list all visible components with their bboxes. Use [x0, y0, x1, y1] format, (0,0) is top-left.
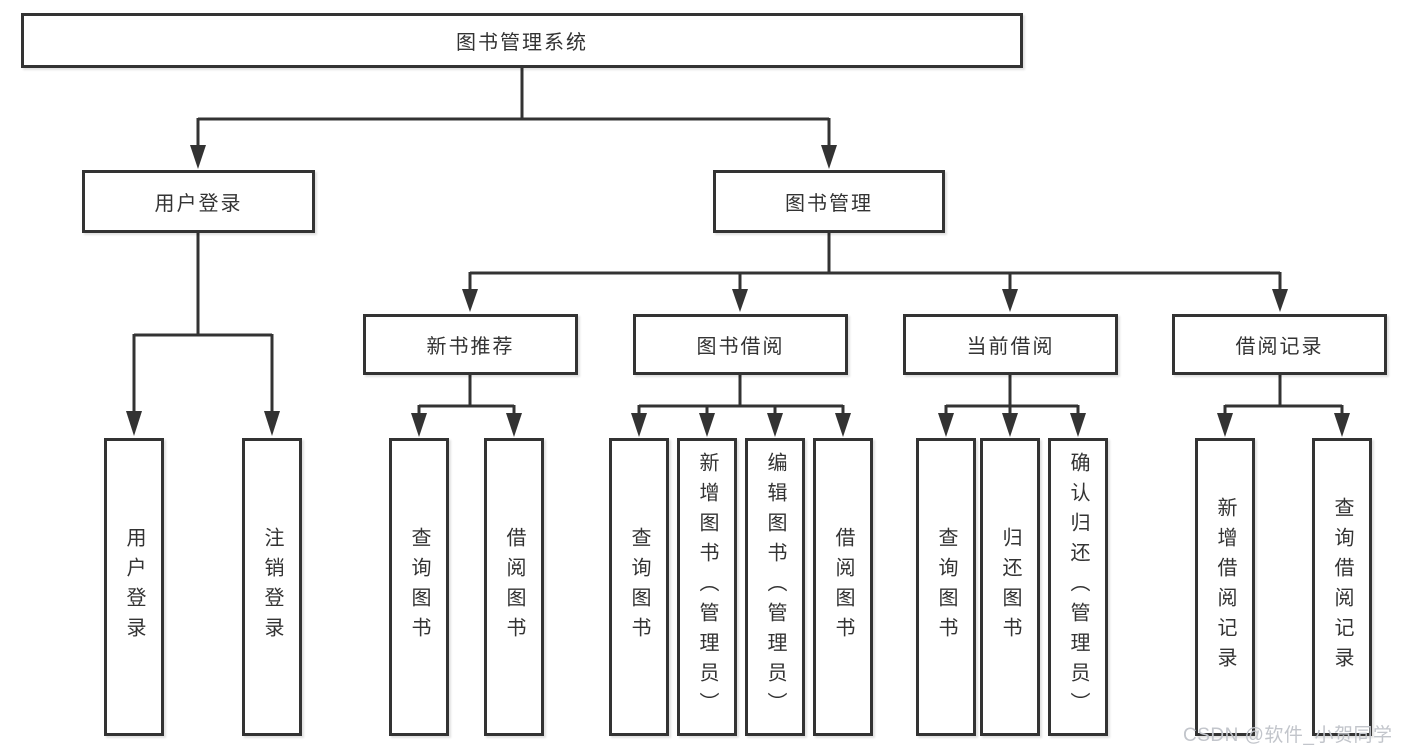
connector-borrow-records — [1223, 375, 1344, 416]
node-user-login: 用户登录 — [82, 170, 315, 233]
node-root: 图书管理系统 — [21, 13, 1023, 68]
leaf-logout: 注销登录 — [242, 438, 302, 736]
connector-current-borrow — [944, 375, 1080, 416]
connector-book-mgmt — [468, 233, 1282, 291]
connector-new-book-rec — [417, 375, 516, 416]
leaf-query-books-recommend: 查询图书 — [389, 438, 449, 736]
leaf-query-books-current: 查询图书 — [916, 438, 976, 736]
node-borrow-records: 借阅记录 — [1172, 314, 1387, 375]
node-book-mgmt: 图书管理 — [713, 170, 945, 233]
node-user-login-label: 用户登录 — [154, 193, 243, 215]
leaf-borrow-books: 借阅图书 — [813, 438, 873, 736]
node-new-book-rec-label: 新书推荐 — [426, 336, 515, 358]
leaf-query-books-borrow: 查询图书 — [609, 438, 669, 736]
node-current-borrow: 当前借阅 — [903, 314, 1118, 375]
node-root-label: 图书管理系统 — [456, 32, 588, 54]
connector-root — [196, 68, 831, 148]
node-book-mgmt-label: 图书管理 — [785, 193, 873, 215]
leaf-query-borrow-record: 查询借阅记录 — [1312, 438, 1372, 736]
node-current-borrow-label: 当前借阅 — [966, 336, 1055, 358]
node-book-borrow: 图书借阅 — [633, 314, 848, 375]
node-new-book-rec: 新书推荐 — [363, 314, 578, 375]
leaf-user-login: 用户登录 — [104, 438, 164, 736]
leaf-borrow-books-recommend: 借阅图书 — [484, 438, 544, 736]
watermark: CSDN @软件_小贺同学 — [1183, 725, 1393, 746]
leaf-add-book-admin: 新增图书（管理员） — [677, 438, 737, 736]
leaf-return-book: 归还图书 — [980, 438, 1040, 736]
leaf-confirm-return-admin: 确认归还（管理员） — [1048, 438, 1108, 736]
arrowheads — [126, 145, 1350, 437]
node-book-borrow-label: 图书借阅 — [696, 336, 785, 358]
leaf-add-borrow-record: 新增借阅记录 — [1195, 438, 1255, 736]
node-borrow-records-label: 借阅记录 — [1235, 336, 1324, 358]
connector-user-login — [132, 233, 274, 414]
leaf-edit-book-admin: 编辑图书（管理员） — [745, 438, 805, 736]
connector-book-borrow — [637, 375, 845, 416]
